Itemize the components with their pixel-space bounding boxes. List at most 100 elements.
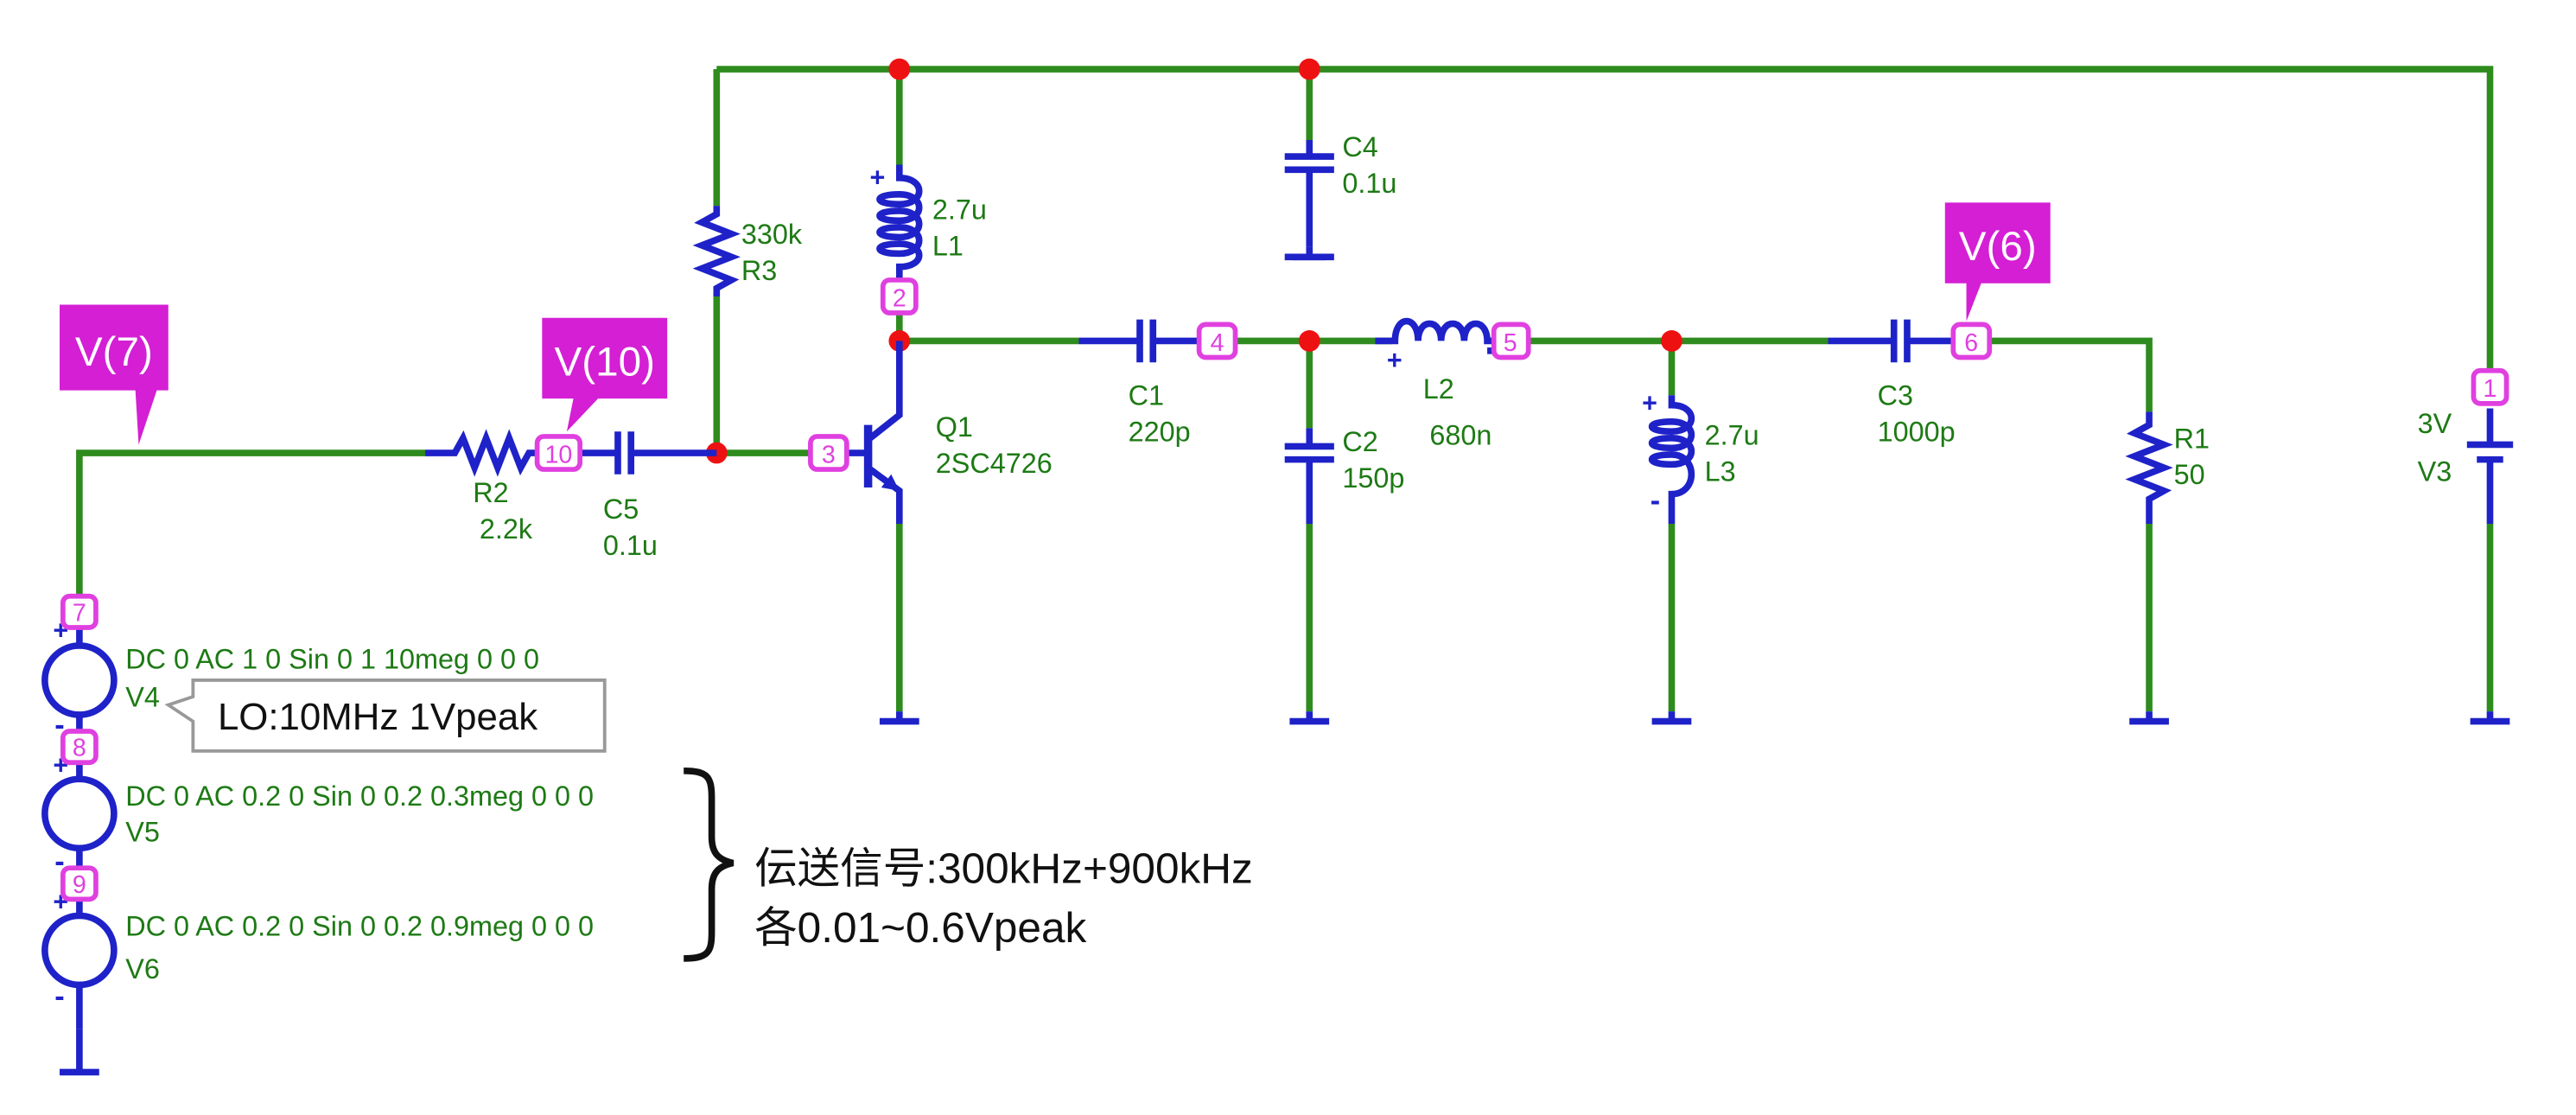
l3-plus: +: [1642, 388, 1657, 417]
wires: [76, 66, 2494, 712]
v6-name: V6: [125, 953, 160, 984]
resistor-r3[interactable]: 330k R3: [692, 206, 803, 296]
signal-note-line1: 伝送信号:300kHz+900kHz: [754, 844, 1253, 892]
capacitor-c3[interactable]: C3 1000p: [1828, 319, 1956, 448]
l2-plus: +: [1387, 346, 1402, 375]
node-5-text: 5: [1504, 329, 1517, 357]
signal-brace: [684, 767, 735, 962]
node-10-text: 10: [544, 441, 572, 468]
c3-name: C3: [1878, 380, 1913, 411]
node-label-1: 1: [2471, 367, 2509, 406]
v6-minus: -: [54, 980, 64, 1013]
c2-value: 150p: [1342, 462, 1404, 494]
r3-value: 330k: [741, 219, 803, 250]
battery-v3[interactable]: 3V V3: [2418, 408, 2514, 524]
inductor-l2[interactable]: + L2 680n: [1375, 317, 1503, 451]
c1-name: C1: [1129, 380, 1164, 411]
r1-name: R1: [2174, 423, 2210, 454]
node-label-7: 7: [60, 593, 99, 630]
probe-v10[interactable]: V(10): [542, 317, 668, 432]
v5-minus: -: [54, 845, 64, 878]
v5-name: V5: [125, 817, 160, 848]
grounds: [60, 246, 2510, 1076]
node-7-text: 7: [73, 599, 86, 627]
v4-spec: DC 0 AC 1 0 Sin 0 1 10meg 0 0 0: [125, 644, 539, 675]
node-label-6: 6: [1950, 322, 1993, 360]
inductor-l1[interactable]: + 2.7u L1: [870, 162, 987, 280]
l3-name: L3: [1705, 456, 1736, 487]
inductor-l3[interactable]: + - 2.7u L3: [1642, 388, 1759, 524]
c4-value: 0.1u: [1342, 168, 1396, 199]
junction-dot: [1661, 330, 1682, 352]
capacitor-c5[interactable]: C5 0.1u: [580, 431, 717, 561]
ground-icon: [879, 711, 919, 725]
v6-spec: DC 0 AC 0.2 0 Sin 0 0.2 0.9meg 0 0 0: [125, 910, 594, 941]
resistor-r1[interactable]: R1 50: [2125, 411, 2210, 524]
v3-name: V3: [2418, 456, 2452, 487]
r2-value: 2.2k: [480, 513, 533, 545]
source-v4[interactable]: + - DC 0 AC 1 0 Sin 0 1 10meg 0 0 0 V4: [41, 615, 539, 742]
probe-v10-label: V(10): [554, 339, 654, 385]
transistor-q1[interactable]: Q1 2SC4726: [810, 341, 1053, 524]
v4-minus: -: [54, 709, 64, 742]
lo-callout: LO:10MHz 1Vpeak: [164, 679, 607, 753]
node-9-text: 9: [73, 871, 86, 899]
l3-value: 2.7u: [1705, 419, 1759, 450]
source-v6[interactable]: + - DC 0 AC 0.2 0 Sin 0 0.2 0.9meg 0 0 0…: [41, 888, 594, 1029]
v3-value: 3V: [2418, 408, 2452, 439]
l1-value: 2.7u: [932, 194, 987, 225]
node-6-text: 6: [1964, 329, 1978, 357]
c5-value: 0.1u: [603, 530, 658, 561]
c5-name: C5: [603, 494, 639, 525]
v5-spec: DC 0 AC 0.2 0 Sin 0 0.2 0.3meg 0 0 0: [125, 780, 594, 812]
lo-callout-text: LO:10MHz 1Vpeak: [218, 696, 537, 738]
node-4-text: 4: [1211, 329, 1224, 357]
l1-name: L1: [932, 230, 964, 261]
r3-name: R3: [741, 255, 777, 286]
ground-icon: [60, 1029, 99, 1076]
ground-icon: [2470, 711, 2510, 725]
junction-dot: [888, 58, 911, 80]
q1-value: 2SC4726: [936, 448, 1053, 479]
l1-plus: +: [870, 162, 886, 192]
junctions: [705, 58, 1682, 464]
node-label-10: 10: [534, 434, 583, 472]
r1-value: 50: [2174, 459, 2205, 490]
r2-name: R2: [473, 477, 508, 508]
ground-icon: [1651, 711, 1692, 725]
l2-value: 680n: [1429, 419, 1492, 450]
junction-dot: [705, 442, 728, 464]
l2-name: L2: [1423, 373, 1454, 405]
source-v5[interactable]: + - DC 0 AC 0.2 0 Sin 0 0.2 0.3meg 0 0 0…: [41, 751, 594, 878]
node-1-text: 1: [2484, 375, 2497, 403]
ground-icon: [1289, 711, 1330, 725]
node-label-5: 5: [1491, 322, 1531, 360]
ground-icon: [1293, 246, 1326, 261]
c1-value: 220p: [1129, 417, 1191, 448]
capacitor-c4[interactable]: C4 0.1u: [1284, 131, 1397, 261]
node-8-text: 8: [73, 735, 86, 762]
ground-icon: [2129, 711, 2169, 725]
probe-v7[interactable]: V(7): [60, 304, 169, 445]
node-label-3: 3: [808, 434, 849, 472]
node-label-9: 9: [60, 865, 99, 902]
capacitor-c1[interactable]: C1 220p: [1078, 319, 1203, 448]
node-label-2: 2: [880, 277, 919, 315]
junction-dot: [1298, 330, 1320, 352]
q1-name: Q1: [936, 411, 973, 443]
probe-v6-label: V(6): [1959, 224, 2037, 270]
node-3-text: 3: [822, 441, 836, 468]
probe-v7-label: V(7): [75, 329, 153, 375]
resistor-r2[interactable]: R2 2.2k: [425, 429, 537, 545]
c3-value: 1000p: [1878, 417, 1956, 448]
capacitor-c2[interactable]: C2 150p: [1284, 426, 1405, 524]
junction-dot: [1298, 58, 1320, 80]
signal-note-line2: 各0.01~0.6Vpeak: [754, 904, 1086, 952]
v4-name: V4: [125, 681, 160, 712]
c4-name: C4: [1342, 131, 1377, 162]
l3-minus: -: [1651, 485, 1660, 518]
probe-v6[interactable]: V(6): [1944, 202, 2051, 322]
node-2-text: 2: [893, 284, 906, 312]
node-label-4: 4: [1196, 322, 1238, 360]
